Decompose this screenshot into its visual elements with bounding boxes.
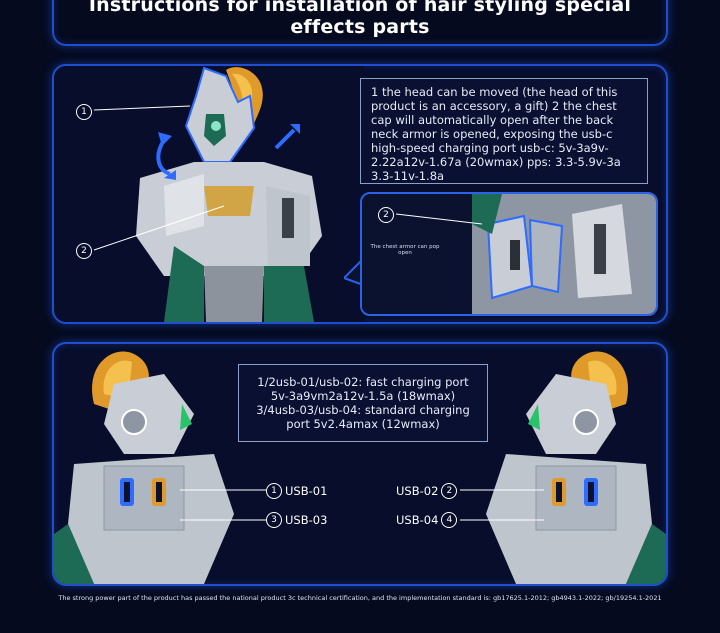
robot-usb-left-illustration: [54, 351, 234, 584]
chest-armor-open-illustration: [362, 194, 656, 314]
usb-02-label: USB-02 2: [396, 483, 458, 499]
usb-01-text: USB-01: [285, 484, 328, 498]
usb-04-text: USB-04: [396, 513, 439, 527]
usb-02-text: USB-02: [396, 484, 439, 498]
page-title: Instructions for installation of hair st…: [88, 0, 632, 38]
robot-head-chest-illustration: [54, 66, 364, 322]
usb-04-number: 4: [441, 512, 458, 528]
usb-desc-line-1: 1/2usb-01/usb-02: fast charging port: [257, 375, 469, 389]
inset-marker: 2: [378, 207, 394, 223]
inset-caption: The chest armor can pop open: [370, 244, 440, 256]
usb-01-number: 1: [266, 483, 282, 499]
usb-04-label: USB-04 4: [396, 512, 458, 528]
robot-usb-right-illustration: [486, 351, 666, 584]
usb-leader-lines: [180, 489, 544, 521]
head-chest-description: 1 the head can be moved (the head of thi…: [360, 78, 648, 184]
usb-03-number: 3: [266, 512, 282, 528]
chest-armor-inset: 2 The chest armor can pop open: [360, 192, 658, 316]
head-chest-panel: 1 2 1 the head can be moved (the head of…: [52, 64, 668, 324]
usb-desc-line-3: 3/4usb-03/usb-04: standard charging: [256, 403, 470, 417]
usb-02-number: 2: [441, 483, 458, 499]
marker-chest: 2: [76, 243, 92, 259]
title-frame: Instructions for installation of hair st…: [52, 0, 668, 46]
inset-marker-number: 2: [378, 207, 394, 223]
usb-ports-panel: 1/2usb-01/usb-02: fast charging port 5v-…: [52, 342, 668, 586]
usb-desc-line-4: port 5v2.4amax (12wmax): [286, 417, 440, 431]
usb-desc-line-2: 5v-3a9vm2a12v-1.5a (18wmax): [270, 389, 456, 403]
marker-head: 1: [76, 104, 92, 120]
marker-chest-number: 2: [76, 243, 92, 259]
certification-footer: The strong power part of the product has…: [58, 594, 662, 602]
usb-03-text: USB-03: [285, 513, 328, 527]
usb-ports-description: 1/2usb-01/usb-02: fast charging port 5v-…: [238, 364, 488, 442]
usb-01-label: 1 USB-01: [266, 483, 327, 499]
marker-head-number: 1: [76, 104, 92, 120]
usb-03-label: 3 USB-03: [266, 512, 327, 528]
